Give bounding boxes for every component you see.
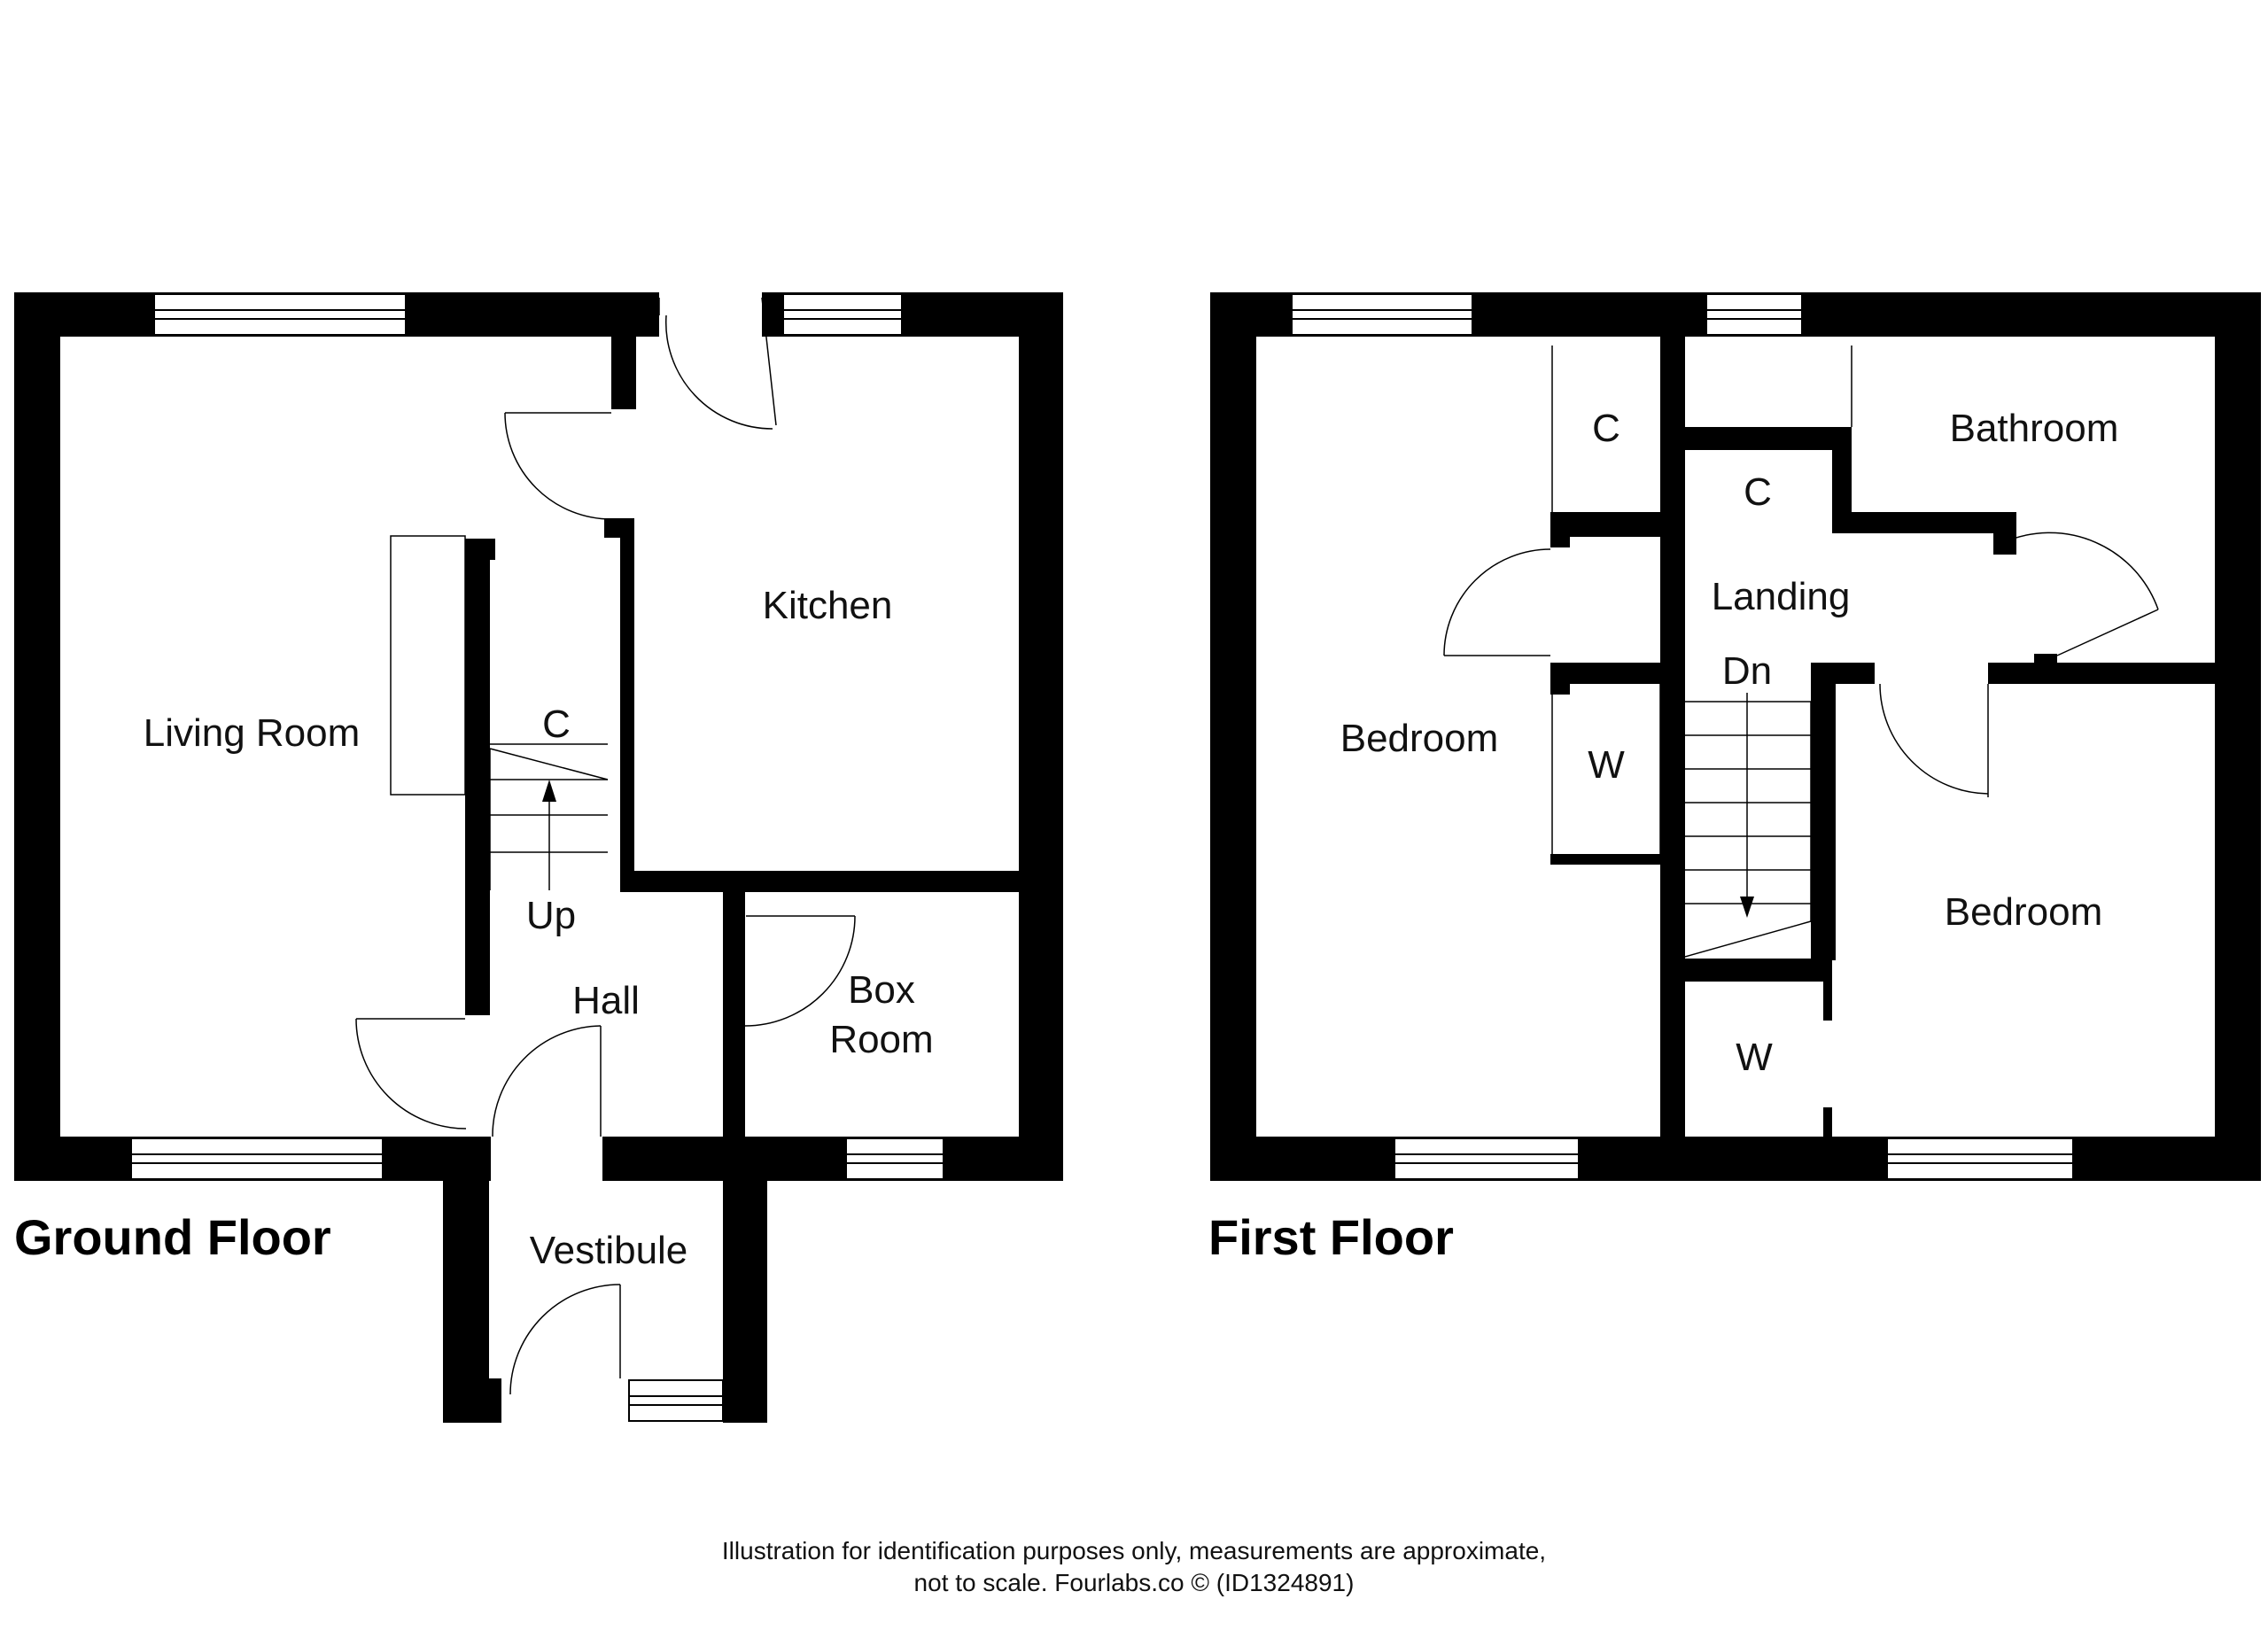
label-wardrobe-2: W <box>1736 1036 1773 1079</box>
label-bathroom: Bathroom <box>1950 407 2119 450</box>
ff-stair-arrow-down-icon <box>1740 897 1754 918</box>
label-landing: Landing <box>1712 575 1851 618</box>
label-wardrobe-1: W <box>1588 743 1625 787</box>
gf-wall-vestibule-south-left <box>443 1378 501 1423</box>
gf-chimney-breast <box>390 535 466 796</box>
ff-wall-bedroom1-east <box>1660 337 1685 1137</box>
gf-door-front <box>509 1284 621 1395</box>
gf-wall-kitchen-west <box>620 518 634 889</box>
label-box-room-line1: Box <box>848 968 915 1012</box>
label-bedroom-2: Bedroom <box>1945 890 2103 934</box>
gf-back-door <box>658 297 777 430</box>
ff-wall-cupboard-divider <box>1660 427 1850 450</box>
ff-wall-right <box>2215 292 2261 1181</box>
gf-window-living-top <box>153 293 407 336</box>
ff-window-bedroom2-bottom <box>1886 1137 2074 1180</box>
gf-wall-boxroom-stub <box>723 889 745 915</box>
gf-wall-stair-west <box>465 539 490 1015</box>
ff-wall-w2-east-stub <box>1823 1107 1832 1137</box>
gf-stair-arrow-up-icon <box>542 780 556 802</box>
ground-floor-plan <box>14 292 1063 1423</box>
label-living-room: Living Room <box>144 711 361 755</box>
gf-window-boxroom-bottom <box>845 1137 944 1180</box>
ff-wall-w2-east <box>1823 959 1832 1021</box>
gf-wall-stair-jamb <box>465 539 495 560</box>
gf-window-living-bottom <box>130 1137 384 1180</box>
ff-wall-cupboard2-east <box>1832 427 1852 533</box>
ff-wall-bathroom-jamb <box>1993 512 2016 555</box>
gf-window-kitchen-top <box>782 293 903 336</box>
gf-staircase <box>489 743 609 890</box>
gf-door-boxroom <box>744 915 856 1027</box>
first-floor-plan <box>1210 292 2261 1181</box>
ff-wall-left <box>1210 292 1256 1181</box>
gf-door-living-hall <box>355 1018 467 1130</box>
ground-floor-title: Ground Floor <box>14 1209 331 1265</box>
label-vestibule: Vestibule <box>530 1229 688 1272</box>
label-bedroom-1: Bedroom <box>1340 717 1499 760</box>
gf-wall-boxroom-west <box>723 889 745 1137</box>
ff-window-bedroom1-top <box>1291 293 1473 336</box>
ff-wall-bottom <box>1210 1137 2261 1181</box>
label-gf-cupboard: C <box>542 703 571 746</box>
label-hall: Hall <box>572 979 640 1022</box>
label-box-room-line2: Room <box>829 1018 933 1061</box>
label-ff-cupboard-1: C <box>1592 407 1620 450</box>
gf-wall-right <box>1019 292 1063 1143</box>
label-stairs-up: Up <box>526 894 576 937</box>
ff-wall-landing-south-right <box>1811 663 1875 684</box>
ff-wall-bathroom-door-jamb <box>2034 654 2057 684</box>
gf-door-living-kitchen <box>504 412 612 520</box>
gf-wall-vestibule-east <box>723 1137 767 1423</box>
gf-wall-kitchen-stub <box>611 337 636 409</box>
gf-wall-vestibule-west <box>443 1137 489 1423</box>
ff-wall-stair-bottom <box>1685 959 1827 982</box>
ff-window-cupboard-top <box>1705 293 1803 336</box>
gf-wall-kitchen-jamb <box>604 518 620 538</box>
ff-wall-bathroom-south <box>1852 512 2008 533</box>
gf-window-vestibule-bottom <box>628 1379 724 1422</box>
label-kitchen: Kitchen <box>763 584 893 627</box>
label-stairs-down: Dn <box>1722 649 1772 693</box>
ff-door-bathroom <box>2003 532 2159 656</box>
ff-wall-w1-bottom <box>1550 854 1660 865</box>
ff-door-bedroom2 <box>1879 683 1989 797</box>
gf-wall-hall-south <box>606 1137 723 1161</box>
ff-staircase <box>1684 693 1812 958</box>
gf-door-hall-vestibule <box>492 1025 602 1137</box>
ff-door-bedroom1 <box>1443 548 1551 656</box>
ff-wall-stair-east <box>1811 663 1836 960</box>
gf-wall-boxroom-north <box>723 871 1063 892</box>
gf-wall-vestibule-south-right <box>723 1378 767 1423</box>
ff-window-bedroom1-bottom <box>1394 1137 1580 1180</box>
ff-wall-w1-west-stub <box>1550 663 1570 695</box>
gf-wall-left <box>14 292 60 1143</box>
label-ff-cupboard-2: C <box>1744 470 1772 514</box>
ff-wall-bedroom2-north <box>1988 663 2261 684</box>
disclaimer-line-1: Illustration for identification purposes… <box>722 1537 1546 1564</box>
ff-wall-landing-south-left <box>1550 663 1685 684</box>
first-floor-title: First Floor <box>1208 1209 1454 1265</box>
disclaimer-line-2: not to scale. Fourlabs.co © (ID1324891) <box>914 1569 1355 1596</box>
ff-wall-c1-stub <box>1550 512 1570 547</box>
